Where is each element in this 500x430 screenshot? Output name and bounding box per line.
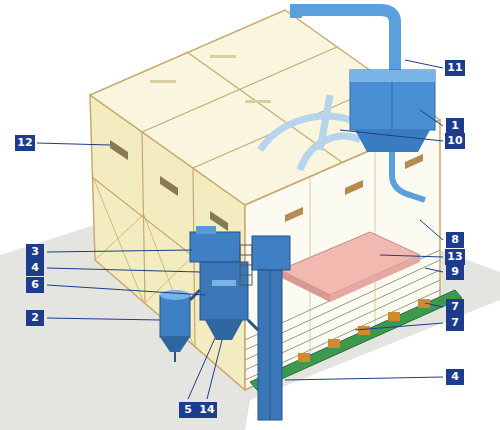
leader-line — [37, 143, 110, 145]
duct-work — [300, 136, 360, 170]
duct-work — [260, 116, 350, 150]
left-wall — [95, 215, 143, 260]
dust-collector — [392, 82, 393, 130]
bucket-elevator — [270, 270, 271, 420]
separator-cylinder — [160, 290, 190, 300]
bucket-elevator — [248, 320, 258, 330]
callout-number: 14 — [197, 402, 216, 418]
leader-line — [380, 255, 443, 257]
bucket-elevator — [240, 275, 252, 276]
callout-number: 4 — [446, 369, 464, 385]
callout-number: 6 — [26, 277, 44, 293]
conveyor — [358, 326, 370, 335]
leader-line — [420, 220, 443, 240]
leader-line — [285, 377, 443, 380]
recovery-machinery — [196, 226, 216, 234]
leader-line — [420, 110, 443, 126]
interior-wall — [405, 154, 423, 169]
roof — [210, 55, 236, 58]
bucket-elevator — [240, 236, 290, 420]
dust-collector — [290, 4, 435, 200]
leader-line — [425, 268, 443, 272]
callout-number: 1 — [446, 118, 464, 134]
callout-number: 13 — [445, 249, 464, 265]
separator-cylinder — [174, 352, 176, 362]
left-wall — [144, 215, 194, 347]
work-piece — [330, 255, 420, 302]
leader-line — [207, 340, 222, 399]
leader-line — [188, 338, 215, 399]
duct-work — [320, 95, 330, 150]
work-piece — [280, 232, 420, 302]
callout-number: 7 — [446, 315, 464, 331]
roof — [245, 100, 271, 103]
callout-number: 3 — [26, 244, 44, 260]
work-piece — [280, 270, 330, 302]
roof — [150, 80, 176, 83]
left-wall — [93, 177, 144, 303]
dust-collector — [300, 10, 395, 72]
leader-line — [405, 60, 443, 68]
leader-line — [340, 130, 443, 141]
dust-collector — [290, 4, 302, 18]
bucket-elevator — [252, 236, 290, 270]
left-wall — [110, 140, 128, 160]
leader-line — [47, 250, 192, 252]
leader-line — [47, 318, 160, 320]
bucket-elevator — [240, 245, 252, 285]
bucket-elevator — [240, 265, 252, 266]
recovery-machinery — [200, 262, 248, 320]
callout-number: 4 — [26, 260, 44, 276]
recovery-machinery — [190, 226, 248, 340]
callout-number: 2 — [26, 310, 44, 326]
bucket-elevator — [240, 255, 252, 256]
conveyor — [298, 353, 310, 362]
recovery-machinery — [205, 320, 243, 340]
recovery-machinery — [190, 232, 240, 262]
recovery-machinery — [212, 280, 236, 286]
duct-work — [260, 95, 360, 170]
leader-line — [355, 323, 443, 330]
callout-number: 12 — [15, 135, 34, 151]
conveyor — [388, 312, 400, 321]
callout-number: 9 — [446, 264, 464, 280]
separator-cylinder — [160, 290, 200, 362]
dust-collector — [350, 70, 435, 130]
interior-wall — [285, 207, 303, 222]
callout-number: 11 — [445, 60, 464, 76]
leader-line — [425, 303, 443, 307]
separator-cylinder — [160, 295, 190, 337]
callout-number: 10 — [445, 133, 464, 149]
left-wall — [145, 255, 194, 303]
leader-line — [47, 268, 200, 272]
leader-line — [47, 285, 205, 295]
interior-wall — [345, 180, 363, 195]
callout-number: 7 — [446, 299, 464, 315]
dust-collector — [392, 152, 425, 200]
callout-number: 8 — [446, 232, 464, 248]
bucket-elevator — [258, 270, 282, 420]
callout-number: 5 — [179, 402, 197, 418]
conveyor — [328, 339, 340, 348]
separator-cylinder — [160, 337, 190, 352]
left-wall — [160, 176, 178, 196]
dust-collector — [350, 70, 435, 82]
leader-line — [37, 60, 443, 399]
